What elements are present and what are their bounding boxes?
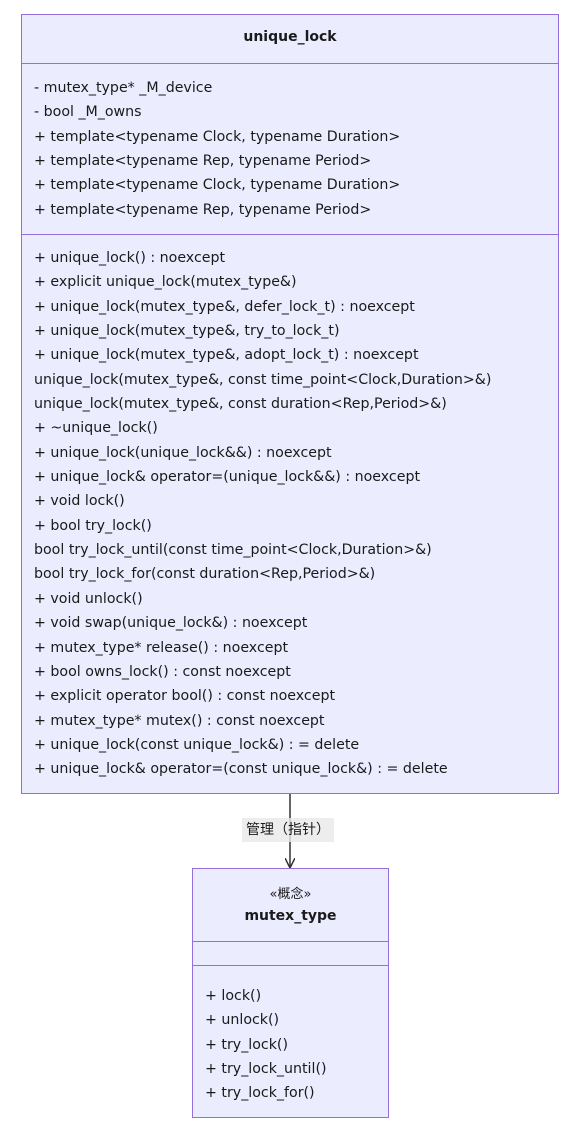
class-method: + explicit operator bool() : const noexc… [34, 688, 336, 705]
class-method: + unique_lock(const unique_lock&) : = de… [34, 736, 360, 753]
class-method: + unlock() [205, 1012, 280, 1029]
class-unique-lock-methods: + unique_lock() : noexcept + explicit uni… [34, 246, 550, 782]
class-method: + try_lock_until() [205, 1061, 327, 1078]
class-method: + bool owns_lock() : const noexcept [34, 663, 291, 680]
class-method: + unique_lock(mutex_type&, defer_lock_t)… [34, 298, 415, 315]
class-mutex-type-title: mutex_type [244, 908, 337, 924]
class-unique-lock-title: unique_lock [243, 29, 337, 45]
class-unique-lock-divider-2 [22, 234, 558, 235]
class-method: + try_lock_for() [205, 1085, 315, 1102]
class-method: + void swap(unique_lock&) : noexcept [34, 615, 308, 632]
class-mutex-type-divider-2 [193, 965, 388, 966]
class-mutex-type-stereotype: «概念» [269, 887, 312, 902]
class-method: + mutex_type* release() : noexcept [34, 639, 289, 656]
class-method: unique_lock(mutex_type&, const time_poin… [34, 371, 492, 388]
class-method: + unique_lock(mutex_type&, adopt_lock_t)… [34, 347, 419, 364]
class-method: + unique_lock(unique_lock&&) : noexcept [34, 444, 332, 461]
class-method: + unique_lock& operator=(const unique_lo… [34, 761, 448, 778]
class-attribute: + template<typename Clock, typename Dura… [34, 177, 401, 194]
class-method: + explicit unique_lock(mutex_type&) [34, 274, 297, 291]
class-unique-lock-attributes: - mutex_type* _M_device - bool _M_owns + t… [34, 76, 550, 222]
class-attribute: - bool _M_owns [34, 104, 142, 121]
class-method: + mutex_type* mutex() : const noexcept [34, 712, 325, 729]
class-method: + unique_lock() : noexcept [34, 250, 226, 266]
class-attribute: + template<typename Rep, typename Period… [34, 153, 372, 170]
class-mutex-type-methods: + lock() + unlock() + try_lock() + try_lock… [205, 984, 380, 1106]
class-method: bool try_lock_for(const duration<Rep,Per… [34, 566, 376, 583]
relation-label: 管理（指针） [242, 818, 334, 842]
class-method: + void unlock() [34, 590, 143, 607]
class-method: + ~unique_lock() [34, 420, 158, 437]
class-method: + void lock() [34, 493, 125, 510]
class-unique-lock: unique_lock - mutex_type* _M_device - boo… [21, 14, 559, 794]
class-method: + bool try_lock() [34, 517, 152, 534]
class-mutex-type-divider-1 [193, 941, 388, 942]
class-method: + unique_lock& operator=(unique_lock&&) … [34, 469, 421, 486]
class-unique-lock-divider-1 [22, 63, 558, 64]
class-method: + unique_lock(mutex_type&, try_to_lock_t… [34, 323, 340, 340]
class-method: + lock() [205, 988, 262, 1004]
class-method: + try_lock() [205, 1036, 288, 1053]
class-attribute: - mutex_type* _M_device [34, 80, 213, 96]
class-attribute: + template<typename Rep, typename Period… [34, 201, 372, 218]
class-method: unique_lock(mutex_type&, const duration<… [34, 396, 447, 413]
class-mutex-type: «概念» mutex_type + lock() + unlock() + try_… [192, 868, 389, 1118]
class-method: bool try_lock_until(const time_point<Clo… [34, 542, 432, 559]
class-attribute: + template<typename Clock, typename Dura… [34, 128, 401, 145]
